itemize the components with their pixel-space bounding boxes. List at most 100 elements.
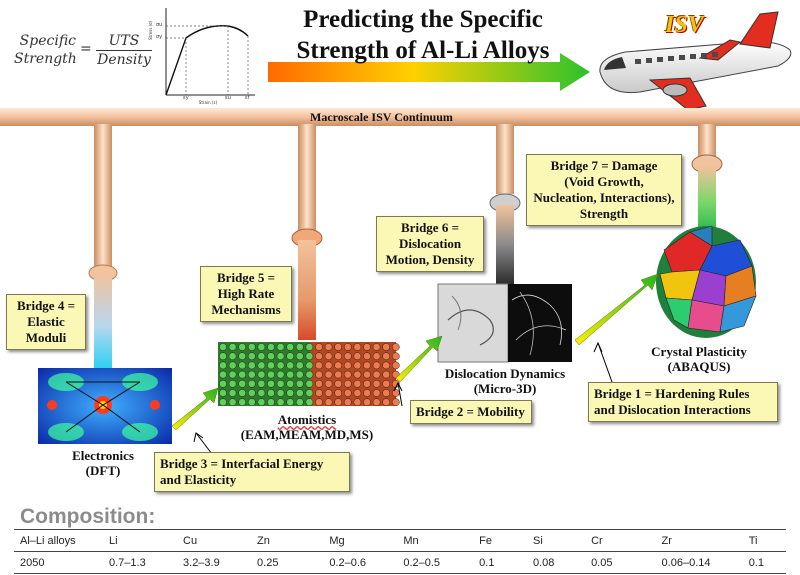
atom <box>315 352 323 361</box>
composition-value-cell: 0.06–0.14 <box>655 551 743 574</box>
atom <box>247 398 256 407</box>
atom <box>391 398 400 407</box>
bridge-7-line: Nucleation, Interactions), <box>533 190 675 205</box>
atom <box>315 361 323 370</box>
atom <box>343 352 352 361</box>
pipe-crystal <box>691 124 723 236</box>
atom <box>286 370 295 379</box>
bridge-2-line: Bridge 2 = Mobility <box>416 404 525 419</box>
atom <box>286 389 295 397</box>
atom <box>305 343 314 351</box>
atom <box>219 370 227 379</box>
atom <box>276 389 285 397</box>
atom <box>363 361 371 370</box>
atom <box>343 370 352 379</box>
atom <box>219 352 227 361</box>
atom <box>305 370 314 379</box>
atom <box>353 379 362 388</box>
atom <box>324 352 333 361</box>
page-title: Predicting the Specific Strength of Al-L… <box>262 4 584 66</box>
atom <box>267 398 275 407</box>
atom <box>324 370 333 379</box>
composition-heading: Composition: <box>20 505 156 528</box>
bridge-3-line: and Elasticity <box>160 472 237 487</box>
atom <box>315 379 323 388</box>
atom <box>286 343 295 351</box>
atom <box>391 343 400 351</box>
atom <box>276 352 285 361</box>
atom <box>247 361 256 370</box>
atom <box>382 352 391 361</box>
atom <box>276 398 285 407</box>
title-arrow <box>268 53 590 91</box>
composition-header-cell: Zr <box>655 529 743 552</box>
atom <box>247 370 256 379</box>
atom <box>267 370 275 379</box>
atom <box>238 361 247 370</box>
crystal-plasticity-image <box>656 225 757 338</box>
formula-lhs: Specific Strength <box>14 32 77 68</box>
atom <box>238 398 247 407</box>
atom <box>343 361 352 370</box>
atom <box>382 389 391 397</box>
atom <box>286 398 295 407</box>
atom <box>334 389 343 397</box>
bridge-7-box: Bridge 7 = Damage (Void Growth, Nucleati… <box>526 154 682 226</box>
atom <box>219 343 227 351</box>
composition-value-cell: 0.05 <box>585 551 656 574</box>
macroscale-label: Macroscale ISV Continuum <box>310 110 453 124</box>
atom <box>363 398 371 407</box>
atom <box>228 361 237 370</box>
atom <box>382 379 391 388</box>
crystal-label-line: Crystal Plasticity <box>651 344 747 359</box>
atom <box>353 361 362 370</box>
atomistics-label-line: (EAM,MEAM,MD,MS) <box>240 427 374 442</box>
composition-value-cell: 0.1 <box>742 551 786 574</box>
bridge-7-line: (Void Growth, <box>564 174 644 189</box>
atom <box>305 352 314 361</box>
atom <box>228 389 237 397</box>
graph-xtick-1: εy <box>183 95 189 101</box>
atom <box>382 361 391 370</box>
atom <box>295 370 304 379</box>
atom <box>295 361 304 370</box>
atomistics-label: Atomistics (EAM,MEAM,MD,MS) <box>232 412 382 442</box>
atom <box>276 361 285 370</box>
composition-header-cell: Zn <box>251 529 324 552</box>
atom <box>247 343 256 351</box>
bridge-1-line: Bridge 1 = Hardening Rules <box>594 386 750 401</box>
atom <box>295 379 304 388</box>
composition-value-cell: 0.7–1.3 <box>102 551 178 574</box>
atom <box>353 352 362 361</box>
atom <box>382 343 391 351</box>
atom <box>334 379 343 388</box>
atom <box>391 352 400 361</box>
bridge-5-box: Bridge 5 = High Rate Mechanisms <box>200 266 292 322</box>
graph-xtick-2: εu <box>225 95 231 101</box>
electronics-label: Electronics (DFT) <box>48 448 158 478</box>
dft-image <box>38 368 172 444</box>
electronics-label-line: Electronics <box>72 448 134 463</box>
composition-header-cell: Mn <box>397 529 474 552</box>
airplane-icon <box>599 11 792 111</box>
composition-header-cell: Cr <box>585 529 656 552</box>
pipe-atomistics <box>291 124 323 340</box>
atom <box>267 389 275 397</box>
dislocation-label: Dislocation Dynamics (Micro-3D) <box>430 366 580 396</box>
atom <box>353 389 362 397</box>
atom <box>324 389 333 397</box>
dislocation-image <box>437 283 572 363</box>
graph-xlabel: Strain (ε) <box>198 100 218 105</box>
atom <box>372 389 381 397</box>
graph-ytick-1: σu <box>156 22 163 28</box>
atom <box>343 389 352 397</box>
atom <box>228 343 237 351</box>
atom <box>363 343 371 351</box>
atom <box>219 398 227 407</box>
composition-value-cell: 2050 <box>14 551 103 574</box>
bridge-pointers <box>193 341 613 455</box>
atom <box>372 361 381 370</box>
atom <box>315 398 323 407</box>
atomistics-label-line: Atomistics <box>277 412 337 427</box>
